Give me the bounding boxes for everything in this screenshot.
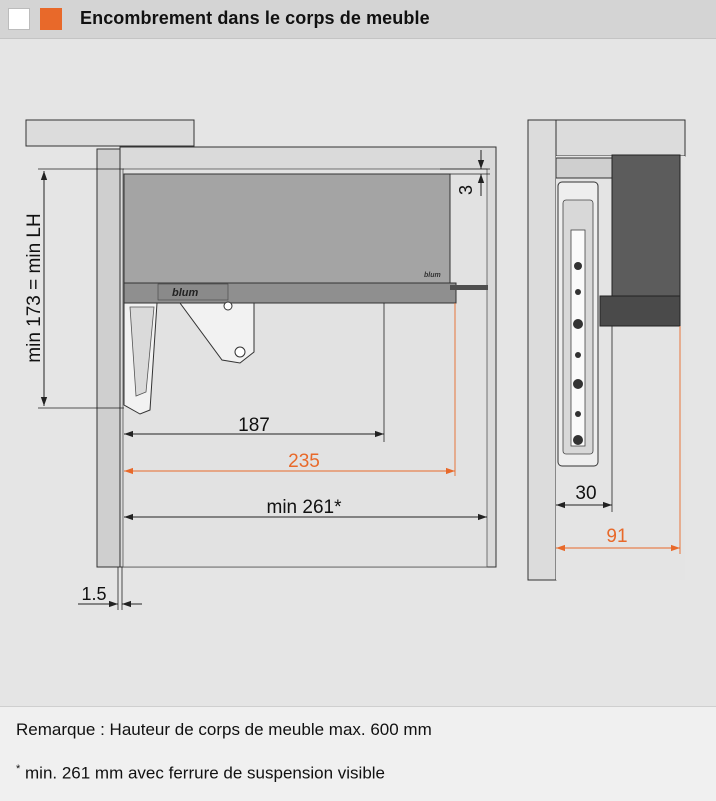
top-panel [25, 119, 195, 147]
brand-logo-small: blum [424, 272, 441, 279]
arm-hole-4 [575, 352, 581, 358]
lift-arm-hinge [179, 302, 255, 364]
dim-187-label: 187 [238, 415, 270, 436]
lift-rod [450, 285, 488, 290]
dim-261-label: min 261* [267, 497, 343, 518]
footer-notes: Remarque : Hauteur de corps de meuble ma… [0, 706, 716, 801]
dim-30-label: 30 [575, 483, 596, 504]
page-title: Encombrement dans le corps de meuble [80, 8, 430, 28]
footnote-mark: * [16, 763, 21, 775]
technical-drawing: blum blum min 173 = min LH 3 187 235 min… [24, 119, 686, 610]
remark-text: Remarque : Hauteur de corps de meuble ma… [16, 720, 432, 739]
cabinet-side-panel [527, 119, 557, 581]
lift-arm-strip [570, 229, 586, 447]
arm-hole-5 [573, 379, 583, 389]
lift-arm-bracket [129, 306, 155, 397]
arm-hole-7 [573, 435, 583, 445]
orange-color-swatch [40, 8, 62, 30]
dim-1-5-label: 1.5 [81, 584, 106, 604]
height-dim-label: min 173 = min LH [24, 213, 45, 362]
top-gap-label: 3 [456, 185, 476, 195]
header-bar: Encombrement dans le corps de meuble [0, 0, 716, 39]
lift-mechanism-housing [123, 173, 451, 284]
footnote-row: * min. 261 mm avec ferrure de suspension… [16, 763, 385, 784]
dim-235-label: 235 [288, 451, 320, 472]
brand-plate [157, 283, 229, 301]
white-color-swatch [8, 8, 30, 30]
hinge-pivot-2 [234, 346, 246, 358]
lift-housing-front [555, 157, 613, 179]
hinge-pivot-1 [223, 301, 233, 311]
front-panel [96, 148, 121, 568]
arm-hole-3 [573, 319, 583, 329]
brand-logo: blum [172, 287, 198, 299]
arm-hole-2 [575, 289, 581, 295]
arm-hole-6 [575, 411, 581, 417]
dim-91-label: 91 [606, 526, 627, 547]
side-view: blum blum min 173 = min LH 3 187 235 min… [24, 119, 497, 610]
arm-hole-1 [574, 262, 582, 270]
footnote-text: min. 261 mm avec ferrure de suspension v… [20, 763, 386, 783]
front-view: 30 91 [527, 119, 686, 581]
lift-housing-foot [599, 295, 681, 327]
